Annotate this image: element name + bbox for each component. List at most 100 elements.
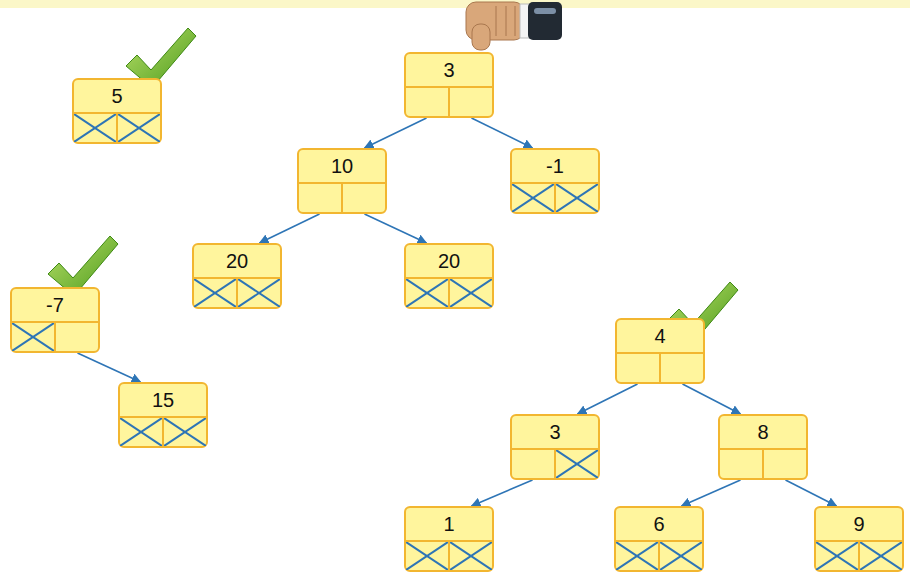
pointer-cell [659, 354, 703, 382]
child-pointer-arrow [472, 118, 533, 148]
pointer-cells [406, 277, 492, 307]
tree-node: 1 [404, 506, 494, 572]
node-value-area: 9 [816, 508, 902, 540]
child-pointer-arrow [682, 480, 741, 506]
null-pointer-mark [406, 279, 448, 307]
node-value-area: 3 [406, 54, 492, 86]
node-value: 4 [654, 326, 665, 346]
null-pointer-mark [120, 418, 162, 446]
pointer-cell [616, 542, 658, 570]
tree-node: 3 [404, 52, 494, 118]
node-value: 20 [438, 251, 460, 271]
tree-node: 9 [814, 506, 904, 572]
node-value-area: 3 [512, 416, 598, 448]
child-pointer-arrow [365, 214, 427, 243]
pointer-cell [194, 279, 236, 307]
pointer-cell [448, 542, 492, 570]
pointer-cell [406, 542, 448, 570]
pointer-cell [554, 184, 598, 212]
pointer-cell [406, 279, 448, 307]
pointer-cell [858, 542, 902, 570]
node-value-area: 8 [720, 416, 806, 448]
null-pointer-mark [816, 542, 858, 570]
null-pointer-mark [450, 279, 492, 307]
node-value: 9 [853, 514, 864, 534]
pointer-cell [54, 323, 98, 351]
tree-node: 3 [510, 414, 600, 480]
pointer-cell [116, 114, 160, 142]
tree-node: -7 [10, 287, 100, 353]
pointer-cell [816, 542, 858, 570]
child-pointer-arrow [365, 118, 427, 148]
null-pointer-mark [450, 542, 492, 570]
node-value: 8 [757, 422, 768, 442]
tree-node: 5 [72, 78, 162, 144]
pointer-cells [120, 416, 206, 446]
pointer-cell [74, 114, 116, 142]
pointer-cells [74, 112, 160, 142]
null-pointer-mark [512, 184, 554, 212]
pointer-cell [512, 450, 554, 478]
pointer-cells [816, 540, 902, 570]
pointer-cells [406, 540, 492, 570]
node-value-area: 20 [194, 245, 280, 277]
pointer-cell [554, 450, 598, 478]
pointer-cells [720, 448, 806, 478]
node-value-area: 6 [616, 508, 702, 540]
null-pointer-mark [12, 323, 54, 351]
pointer-cell [236, 279, 280, 307]
null-pointer-mark [194, 279, 236, 307]
tree-node: 4 [615, 318, 705, 384]
thumbs-down-icon [466, 2, 562, 50]
node-value: 10 [331, 156, 353, 176]
node-value-area: 1 [406, 508, 492, 540]
pointer-cell [406, 88, 448, 116]
node-value-area: 20 [406, 245, 492, 277]
tree-node: 20 [192, 243, 282, 309]
pointer-cell [120, 418, 162, 446]
top-band [0, 0, 910, 8]
tree-node: 10 [297, 148, 387, 214]
pointer-cells [617, 352, 703, 382]
pointer-cells [299, 182, 385, 212]
null-pointer-mark [406, 542, 448, 570]
pointer-cell [720, 450, 762, 478]
node-value: 3 [549, 422, 560, 442]
pointer-cell [762, 450, 806, 478]
pointer-cell [448, 88, 492, 116]
child-pointer-arrow [472, 480, 533, 506]
pointer-cells [406, 86, 492, 116]
pointer-cells [512, 182, 598, 212]
null-pointer-mark [660, 542, 702, 570]
node-value: 1 [443, 514, 454, 534]
node-value: 3 [443, 60, 454, 80]
child-pointer-arrow [578, 384, 638, 414]
tree-node: 15 [118, 382, 208, 448]
pointer-cells [194, 277, 280, 307]
node-value-area: 4 [617, 320, 703, 352]
node-value-area: 15 [120, 384, 206, 416]
pointer-cell [658, 542, 702, 570]
node-value: -1 [546, 156, 564, 176]
node-value-area: 5 [74, 80, 160, 112]
pointer-cells [616, 540, 702, 570]
null-pointer-mark [74, 114, 116, 142]
node-value: 15 [152, 390, 174, 410]
null-pointer-mark [164, 418, 206, 446]
pointer-cells [12, 321, 98, 351]
pointer-cell [341, 184, 385, 212]
pointer-cell [299, 184, 341, 212]
node-value-area: -7 [12, 289, 98, 321]
child-pointer-arrow [260, 214, 320, 243]
null-pointer-mark [118, 114, 160, 142]
tree-node: 8 [718, 414, 808, 480]
node-value: -7 [46, 295, 64, 315]
pointer-cell [12, 323, 54, 351]
pointer-cells [512, 448, 598, 478]
child-pointer-arrow [78, 353, 141, 382]
child-pointer-arrow [683, 384, 741, 414]
tree-node: 6 [614, 506, 704, 572]
child-pointer-arrow [786, 480, 837, 506]
node-value-area: 10 [299, 150, 385, 182]
